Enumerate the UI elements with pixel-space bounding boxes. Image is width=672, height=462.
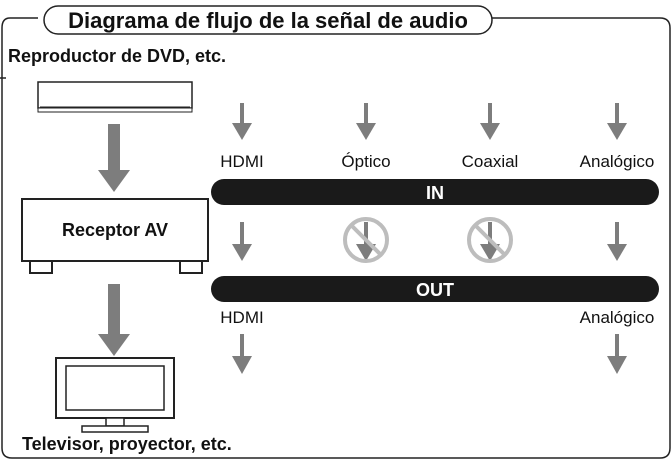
av-receiver-icon — [21, 198, 209, 274]
output-arrow-hdmi — [232, 334, 252, 374]
output-label-analogico: Analógico — [580, 308, 655, 327]
diagram-frame — [1, 17, 671, 459]
output-bar — [211, 276, 659, 302]
output-label-hdmi: HDMI — [220, 308, 263, 327]
output-arrow-analogico — [607, 334, 627, 374]
input-label-coaxial: Coaxial — [462, 152, 519, 171]
input-bar — [211, 179, 659, 205]
input-label-analogico: Analógico — [580, 152, 655, 171]
title-frame — [43, 5, 493, 35]
source-device-label: Reproductor de DVD, etc. — [8, 46, 226, 66]
input-arrow-coaxial — [480, 103, 500, 140]
source-to-receiver-arrow — [98, 124, 130, 192]
no-passthrough-optico-icon — [343, 217, 389, 263]
input-arrow-analogico — [607, 103, 627, 140]
passthrough-arrow-hdmi — [232, 222, 252, 261]
receiver-to-display-arrow — [98, 284, 130, 356]
input-label-optico: Óptico — [341, 152, 390, 171]
dvd-player-icon — [37, 81, 193, 113]
receiver-label: Receptor AV — [62, 220, 168, 240]
display-device-label: Televisor, proyector, etc. — [22, 434, 232, 454]
input-label-hdmi: HDMI — [220, 152, 263, 171]
input-arrow-optico — [356, 103, 376, 140]
passthrough-arrow-analogico — [607, 222, 627, 261]
no-passthrough-coaxial-icon — [467, 217, 513, 263]
diagram-title: Diagrama de flujo de la señal de audio — [68, 8, 468, 33]
television-icon — [55, 357, 175, 433]
input-bar-label: IN — [426, 183, 444, 203]
output-bar-label: OUT — [416, 280, 454, 300]
input-arrow-hdmi — [232, 103, 252, 140]
